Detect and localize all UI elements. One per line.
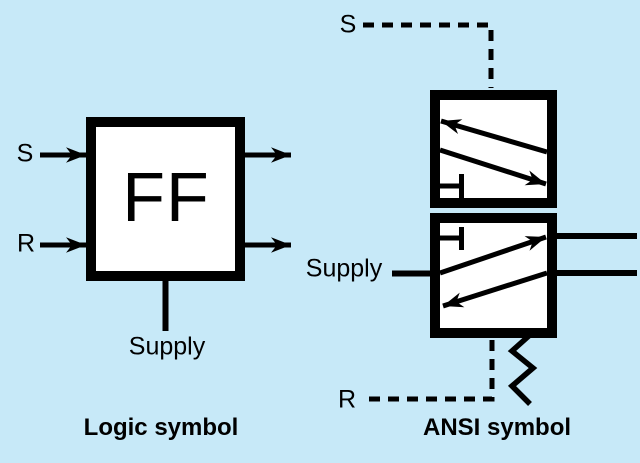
ansi-symbol-caption: ANSI symbol [422,414,572,441]
r-pilot-dashed-line [363,340,495,402]
ansi-reset-pilot-label: R [337,385,357,414]
logic-supply-label: Supply [128,332,206,361]
ff-box [86,117,245,281]
ansi-symbol-drawing [363,22,637,406]
ansi-supply-label: Supply [305,254,383,283]
s-pilot-dashed-line [363,22,494,88]
r-input-label: R [16,229,36,258]
top-chamber-flow-arrow-downright [439,147,547,187]
bottom-chamber-flow-arrow-upright [439,234,547,276]
logic-symbol-drawing [40,117,291,331]
ff-box-label: FF [122,158,210,236]
ansi-set-pilot-label: S [339,10,357,39]
return-spring [507,331,538,406]
logic-symbol-caption: Logic symbol [83,414,239,441]
bottom-chamber-flow-arrow-downleft [442,270,548,309]
s-input-label: S [16,139,34,168]
top-chamber-flow-arrow-upleft [440,118,548,155]
